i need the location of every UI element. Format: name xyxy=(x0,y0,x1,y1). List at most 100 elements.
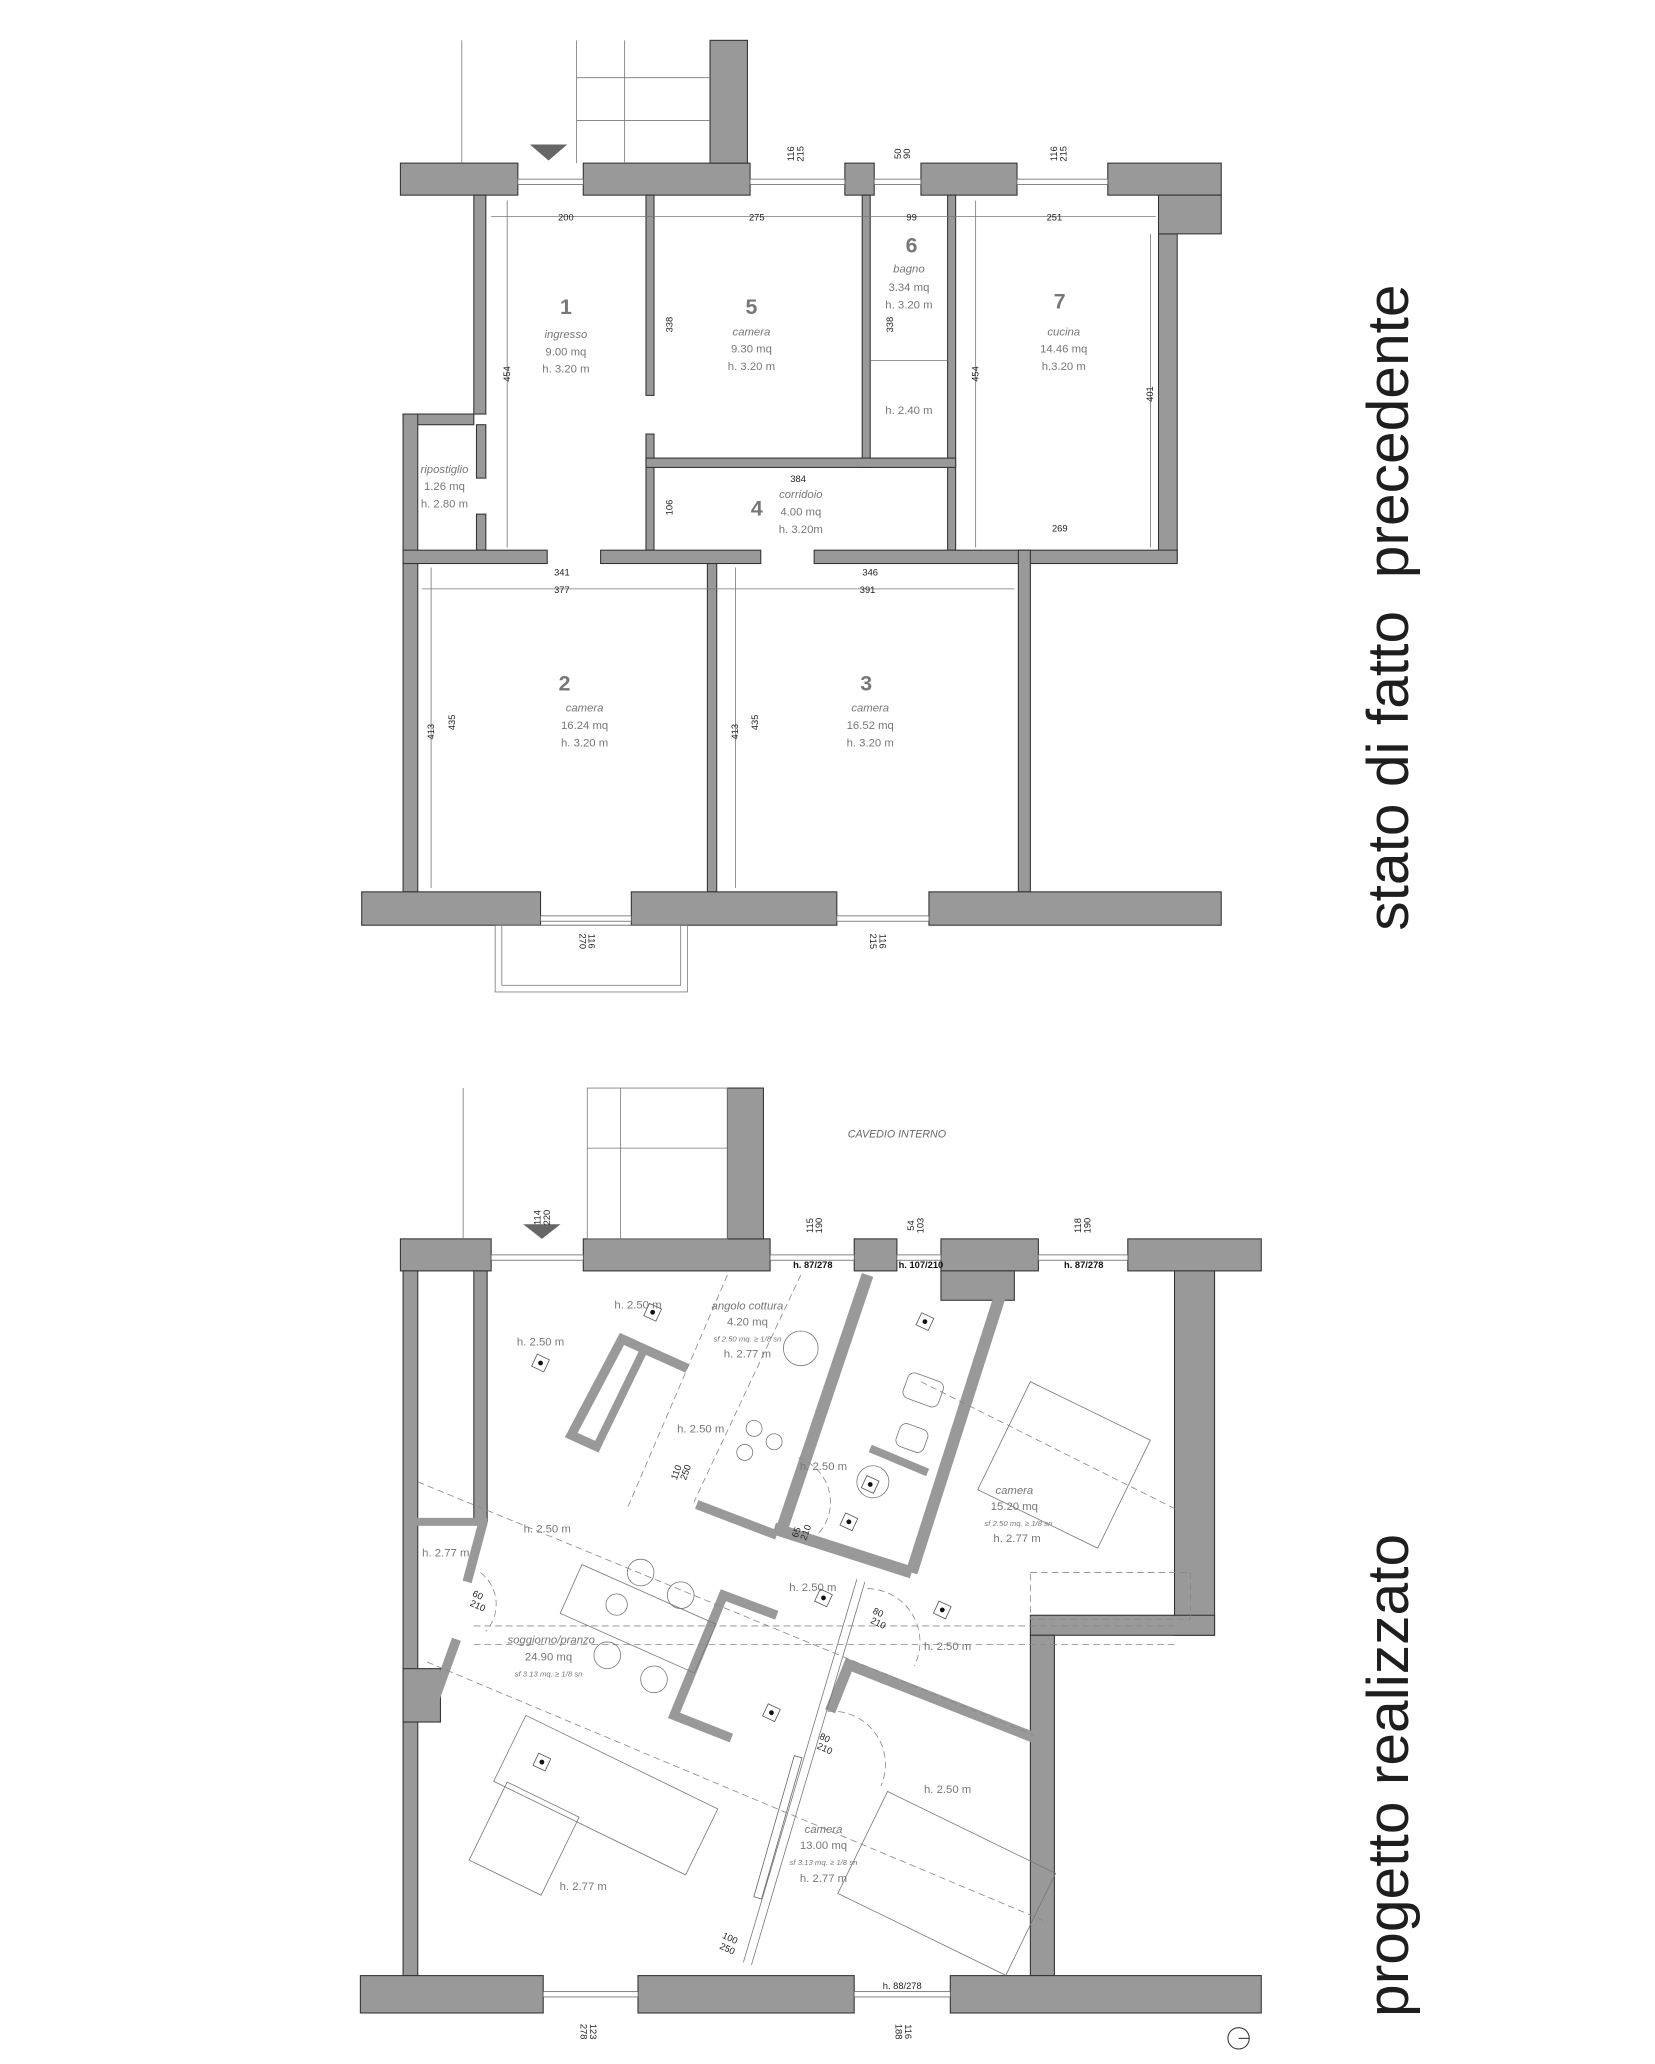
room-area: 24.90 mq xyxy=(525,1652,572,1664)
room-number: 2 xyxy=(559,671,571,695)
sliding-track xyxy=(743,1579,858,1963)
wall-segment xyxy=(402,413,419,893)
room-area: 15.20 mq xyxy=(991,1501,1038,1513)
room-number: 3 xyxy=(860,671,872,695)
wall-segment xyxy=(920,162,1018,196)
chair xyxy=(640,1665,668,1694)
door-width: 60 xyxy=(471,1588,485,1601)
door-width: 65 xyxy=(790,1526,803,1539)
window xyxy=(873,178,922,185)
wall-segment xyxy=(949,1975,1262,2014)
wall-segment xyxy=(359,1975,544,2014)
room-name: angolo cottura xyxy=(712,1301,784,1313)
north-arrow-icon xyxy=(1227,2027,1250,2050)
hob xyxy=(745,1419,763,1437)
wall-segment xyxy=(928,891,1222,926)
door-width: 80 xyxy=(871,1606,885,1619)
chair xyxy=(626,1558,655,1587)
bathroom-wall-left xyxy=(775,1272,874,1535)
dimension-label: 269 xyxy=(1052,523,1068,533)
window-height: 270 xyxy=(577,933,587,949)
dimension-label: 413 xyxy=(730,724,740,740)
dimension-label: 341 xyxy=(554,568,570,578)
wall-segment xyxy=(637,1975,855,2014)
window xyxy=(836,915,930,922)
left-diagonal-wall xyxy=(429,1637,461,1704)
balcony-inner xyxy=(501,924,682,986)
window xyxy=(853,1991,951,1998)
window-height: 90 xyxy=(902,149,912,159)
dimension-label: 346 xyxy=(862,568,878,578)
ceiling-height: h. 2.50 m xyxy=(789,1582,836,1594)
window-sill-height: h. 87/278 xyxy=(793,1260,832,1270)
wall-segment xyxy=(940,1238,1039,1272)
dimension-label: 454 xyxy=(502,366,512,382)
wall-segment xyxy=(361,891,542,926)
ceiling-line xyxy=(426,1661,1048,1923)
stair-outline xyxy=(586,1087,728,1240)
window-height: 215 xyxy=(868,933,878,949)
room-height: h. 3.20 m xyxy=(728,361,775,373)
wall-segment xyxy=(399,162,519,196)
window-width: 123 xyxy=(588,2024,598,2040)
ceiling-height: h. 2.50 m xyxy=(517,1337,564,1349)
ceiling-light-icon xyxy=(814,1588,833,1608)
wall-segment xyxy=(475,513,487,551)
window xyxy=(769,1254,855,1261)
room-name: bagno xyxy=(893,264,925,276)
window xyxy=(542,1991,639,1998)
wall-segment xyxy=(1157,233,1178,562)
entrance-arrow-icon xyxy=(529,144,568,161)
dimension-label: 338 xyxy=(665,317,675,333)
window xyxy=(749,178,846,185)
dimension-label: 106 xyxy=(665,500,675,516)
ceiling-light-icon xyxy=(839,1512,859,1532)
window-sill-height: h. 107/210 xyxy=(899,1260,944,1270)
project-plan-title: progetto realizzato xyxy=(1356,1534,1421,2017)
room-corridoio: 4 corridoio 4.00 mq h. 3.20m xyxy=(751,489,823,536)
wall-segment xyxy=(726,1087,764,1240)
dimension-label: 251 xyxy=(1047,213,1063,223)
bathroom-wall-right xyxy=(905,1282,1010,1575)
window xyxy=(896,1254,942,1261)
chair xyxy=(593,1641,622,1670)
wall-segment xyxy=(582,1238,771,1272)
ceiling-height: h. 2.50 m xyxy=(924,1641,971,1653)
window xyxy=(1037,1254,1129,1261)
entrance-arrow-icon xyxy=(523,1224,561,1239)
window xyxy=(517,178,584,185)
wall-segment xyxy=(399,1238,492,1272)
sliding-panel xyxy=(753,1755,803,1900)
ceiling-lights-layer xyxy=(531,1302,952,1772)
room-angolo-cottura: angolo cottura 4.20 mq sf 2.50 mq. ≥ 1/8… xyxy=(712,1301,784,1361)
window-width: 114 xyxy=(533,1210,543,1225)
wall-segment xyxy=(645,194,655,396)
wall-segment xyxy=(709,39,748,164)
ceiling-height: h. 2.50 m xyxy=(924,1784,971,1796)
room-window-ratio: sf 2.50 mq. ≥ 1/8 sn xyxy=(713,1335,781,1344)
wall-segment xyxy=(1029,1634,1055,1977)
room-camera-13: camera 13.00 mq sf 3.13 mq. ≥ 1/8 sn h. … xyxy=(790,1824,858,1885)
wall-segment xyxy=(645,433,655,551)
dimension-label: 377 xyxy=(554,585,570,595)
room-window-ratio: sf 3.13 mq. ≥ 1/8 sn xyxy=(790,1858,858,1867)
sofa-back xyxy=(493,1714,719,1876)
bathroom-wall-bottom xyxy=(772,1522,914,1579)
room-name: cucina xyxy=(1047,326,1080,338)
ceiling-light-icon xyxy=(643,1302,663,1322)
project-plan-labels: CAVEDIO INTERNO 114 220 115 190 h. 87/27… xyxy=(422,1128,1421,2039)
room-area: 3.34 mq xyxy=(888,282,929,294)
ceiling-line xyxy=(920,1381,1175,1509)
door-swing xyxy=(798,1457,831,1536)
room-area: 16.24 mq xyxy=(561,720,608,732)
dimension-label: 391 xyxy=(860,585,876,595)
bed xyxy=(977,1381,1151,1549)
left-diagonal-wall xyxy=(462,1520,488,1584)
window-width: 50 xyxy=(893,149,903,159)
wall-segment xyxy=(473,194,487,415)
room-number: 6 xyxy=(906,234,918,258)
door-dimensions: 110 250 65 210 60 210 80 210 80 210 100 … xyxy=(469,1463,888,1956)
dimension-label: 275 xyxy=(749,213,765,223)
drawing-lines-layer xyxy=(416,40,1250,2050)
courtyard-label: CAVEDIO INTERNO xyxy=(848,1128,946,1140)
